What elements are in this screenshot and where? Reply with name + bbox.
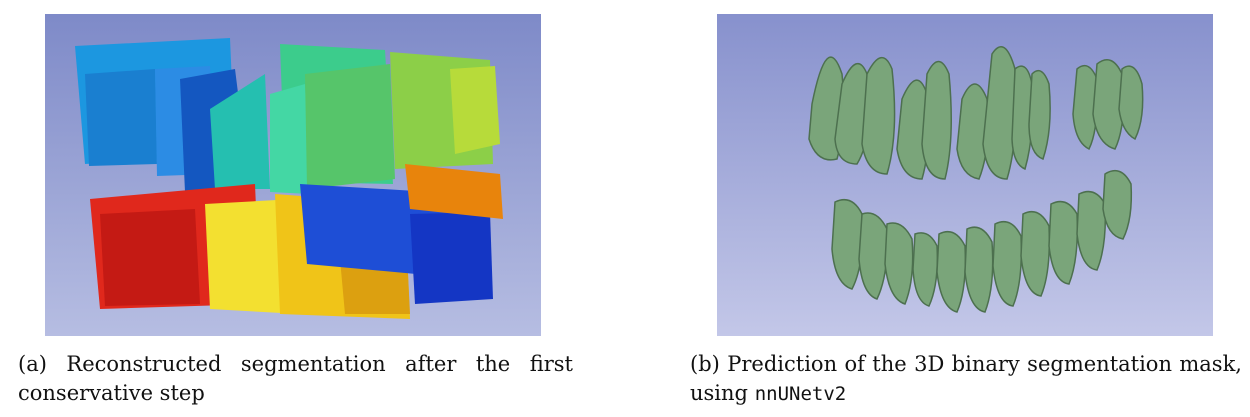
figure-caption-text-a: Reconstructed segmentation after the fir… [18, 352, 573, 405]
upper-arch-segments [75, 38, 500, 194]
figure-caption-a: (a) Reconstructed segmentation after the… [18, 350, 573, 408]
figure-caption-b: (b) Prediction of the 3D binary segmenta… [690, 350, 1242, 409]
figure-caption-text-b: Prediction of the 3D binary segmentation… [690, 352, 1242, 405]
upper-teeth [808, 46, 1144, 180]
figure-a-image [45, 14, 541, 336]
figure-label-a: (a) [18, 352, 47, 376]
code-name: nnUNetv2 [754, 383, 847, 405]
lower-arch-segments [90, 164, 503, 319]
lower-teeth [831, 169, 1133, 313]
figure-label-b: (b) [690, 352, 720, 376]
figure-b-image [717, 14, 1213, 336]
